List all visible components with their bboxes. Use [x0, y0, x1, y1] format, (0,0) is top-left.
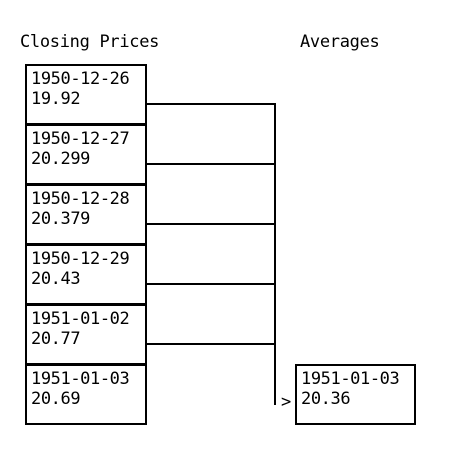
- arrow-icon: >: [281, 392, 292, 412]
- price-value: 20.379: [31, 209, 91, 229]
- price-value: 20.299: [31, 149, 91, 169]
- price-box-3: 1950-12-28 20.379: [25, 184, 147, 245]
- closing-prices-heading: Closing Prices: [20, 32, 160, 52]
- price-box-4: 1950-12-29 20.43: [25, 244, 147, 305]
- average-date: 1951-01-03: [301, 369, 400, 389]
- price-box-1: 1950-12-26 19.92: [25, 64, 147, 125]
- price-date: 1951-01-03: [31, 369, 130, 389]
- price-value: 20.69: [31, 389, 81, 409]
- price-date: 1950-12-27: [31, 129, 130, 149]
- price-box-6: 1951-01-03 20.69: [25, 364, 147, 425]
- price-value: 19.92: [31, 89, 81, 109]
- price-value: 20.43: [31, 269, 81, 289]
- price-value: 20.77: [31, 329, 81, 349]
- average-value: 20.36: [301, 389, 351, 409]
- price-date: 1950-12-26: [31, 69, 130, 89]
- price-box-5: 1951-01-02 20.77: [25, 304, 147, 365]
- averages-heading: Averages: [300, 32, 380, 52]
- price-date: 1950-12-28: [31, 189, 130, 209]
- price-date: 1950-12-29: [31, 249, 130, 269]
- price-date: 1951-01-02: [31, 309, 130, 329]
- average-box: 1951-01-03 20.36: [295, 364, 416, 425]
- price-box-2: 1950-12-27 20.299: [25, 124, 147, 185]
